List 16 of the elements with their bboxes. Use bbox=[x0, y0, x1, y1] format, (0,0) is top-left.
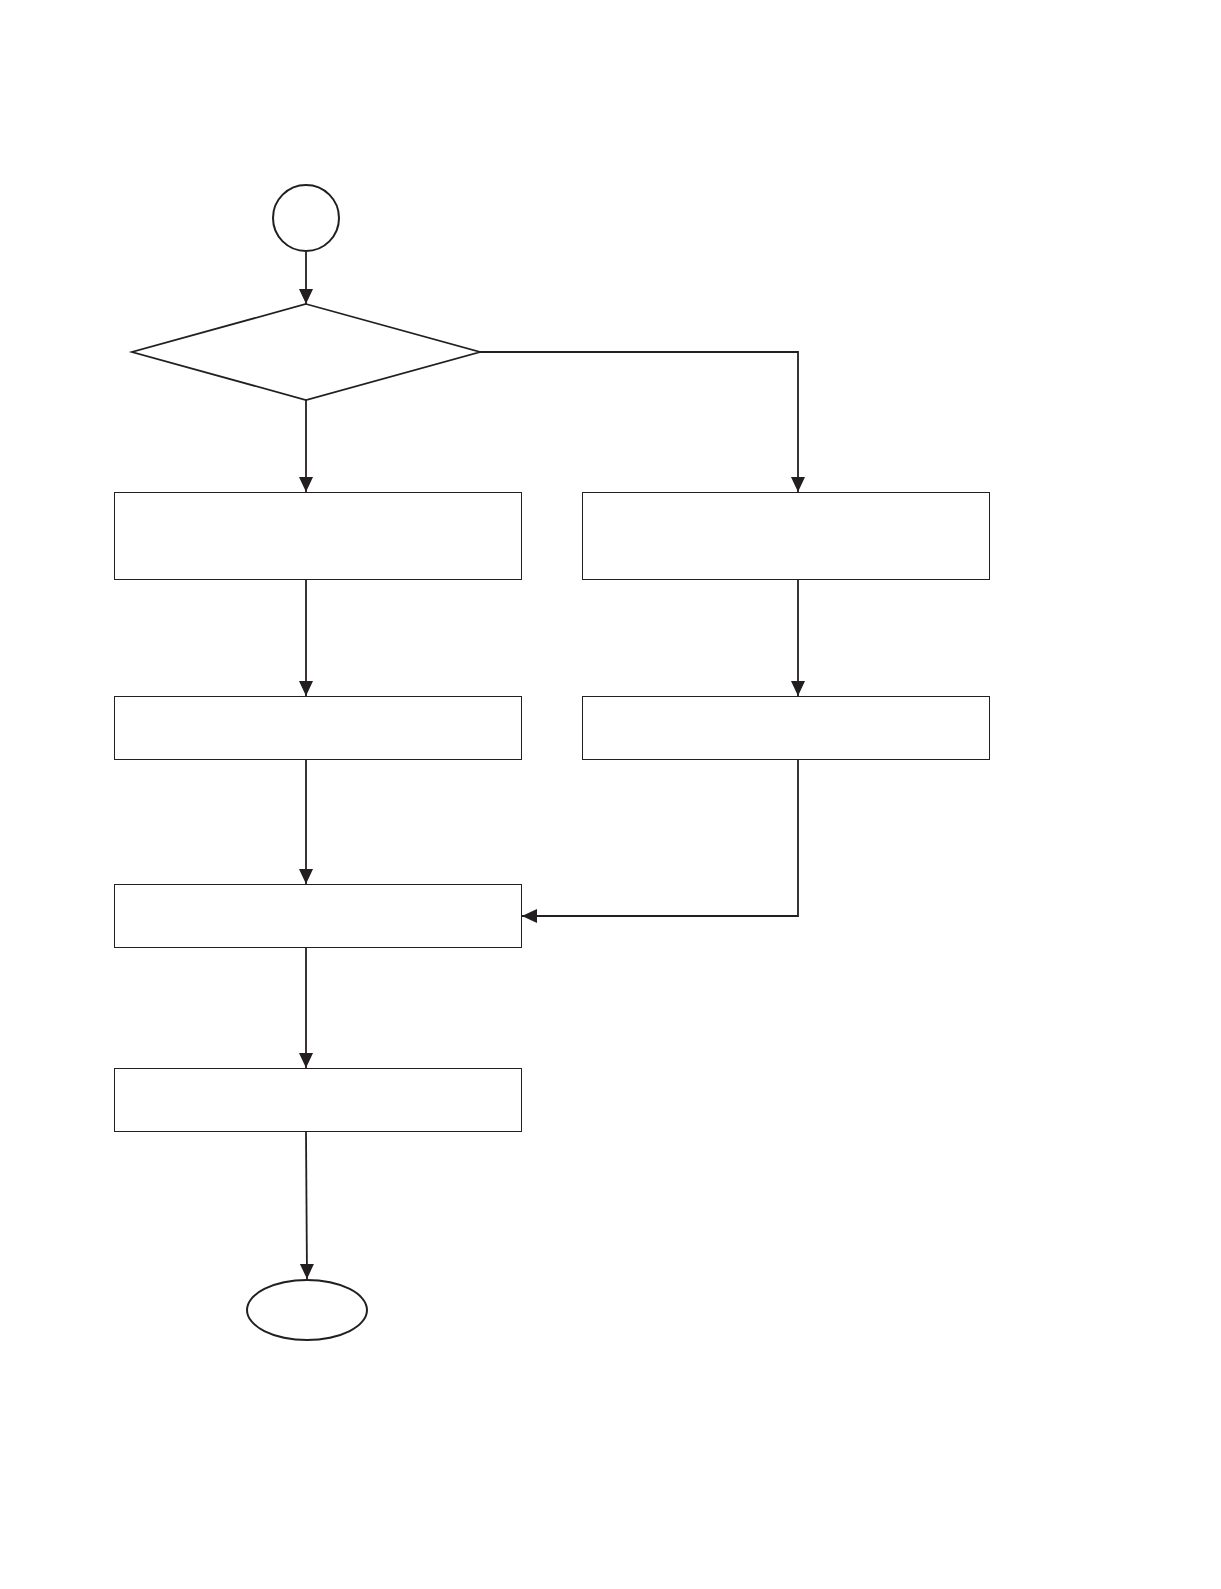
arrow bbox=[299, 947, 313, 1069]
process-box bbox=[114, 696, 522, 760]
process-box bbox=[582, 492, 990, 580]
arrow bbox=[479, 351, 805, 493]
process-box bbox=[582, 696, 990, 760]
decision-diamond bbox=[132, 304, 480, 400]
process-box bbox=[114, 1068, 522, 1132]
arrow bbox=[299, 399, 313, 493]
arrow bbox=[791, 579, 805, 697]
arrow bbox=[299, 579, 313, 697]
process-box bbox=[114, 492, 522, 580]
arrow bbox=[299, 251, 313, 305]
arrow bbox=[299, 759, 313, 885]
process-box bbox=[114, 884, 522, 948]
arrow bbox=[299, 1131, 314, 1280]
arrow bbox=[521, 759, 799, 923]
